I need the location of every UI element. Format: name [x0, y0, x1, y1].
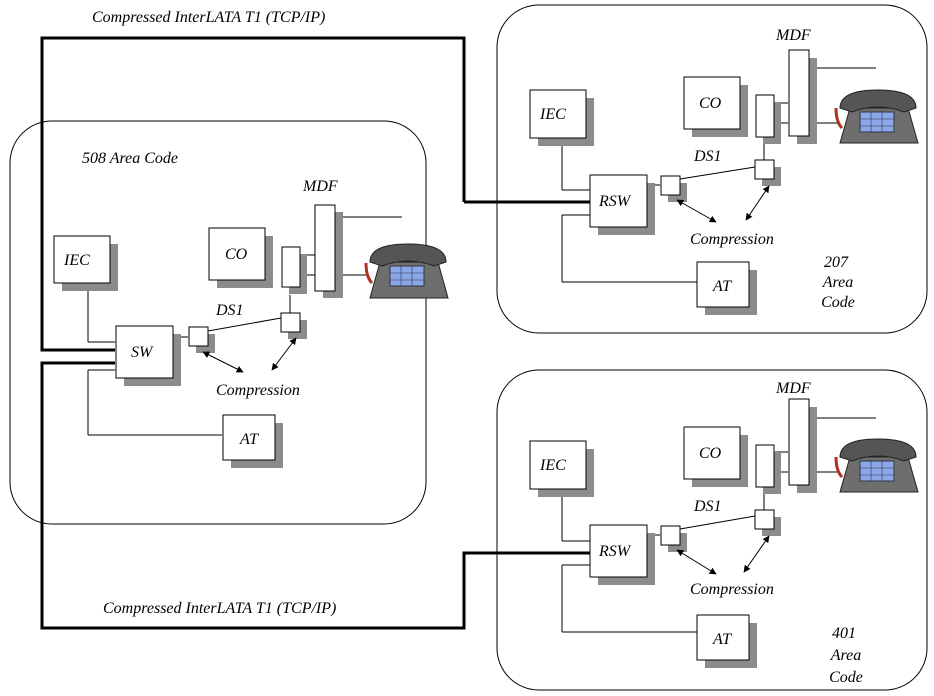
mdf-label-508: MDF: [302, 178, 338, 195]
area-number-401: 401: [832, 625, 856, 642]
compression-arrow-left-207: [676, 199, 717, 223]
rsw-label-207: RSW: [598, 193, 632, 210]
bottom-link-label: Compressed InterLATA T1 (TCP/IP): [103, 600, 336, 617]
iec-box-508: [53, 235, 111, 284]
compression-arrow-right-401: [743, 535, 770, 573]
compression-label-401: Compression: [690, 581, 774, 598]
mdf-label-207: MDF: [775, 27, 811, 44]
mdf-frame-508: [314, 204, 336, 292]
compression-label-508: Compression: [216, 382, 300, 399]
ds1-label-401: DS1: [693, 498, 722, 515]
co-label-401: CO: [699, 445, 722, 462]
area-word-401: Area: [830, 647, 862, 664]
rsw-box-401: [589, 524, 648, 578]
compression-label-207: Compression: [690, 231, 774, 248]
at-box-207: [696, 261, 750, 308]
mdf-frame-401: [788, 398, 810, 486]
region-401: IEC CO MDF RSW DS1 Compression AT 401 Ar…: [496, 369, 928, 691]
area-number-207: 207: [824, 254, 849, 271]
at-box-508: [222, 414, 276, 461]
co-box-508: [208, 227, 266, 281]
ds1-csu-right-401: [754, 509, 775, 530]
compression-arrow-right-508: [271, 337, 297, 371]
mdf-frame-207: [788, 49, 810, 137]
region-508-title: 508 Area Code: [82, 150, 178, 167]
area-word-207: Area: [822, 274, 854, 291]
iec-label-401: IEC: [539, 457, 566, 474]
mdf-label-401: MDF: [775, 380, 811, 397]
telephone-icon: [364, 243, 449, 299]
t1-link-bottom: [40, 361, 590, 630]
iec-label-207: IEC: [539, 106, 566, 123]
at-label-401: AT: [712, 631, 732, 648]
ds1-label-508: DS1: [215, 302, 244, 319]
telephone-icon: [834, 438, 919, 493]
code-word-401: Code: [829, 669, 863, 686]
co-label-508: CO: [225, 246, 248, 263]
compression-arrow-left-508: [202, 351, 244, 373]
compression-arrow-right-207: [745, 185, 770, 221]
ds1-csu-right-508: [280, 312, 301, 333]
mdf-block-401: [755, 444, 775, 488]
co-box-401: [683, 426, 741, 480]
at-label-207: AT: [712, 278, 732, 295]
region-508-outline: [9, 120, 427, 525]
mdf-block-508: [281, 246, 301, 288]
ds1-csu-left-508: [188, 326, 209, 347]
at-label-508: AT: [239, 431, 259, 448]
rsw-box-207: [589, 174, 648, 228]
ds1-csu-left-207: [660, 175, 681, 196]
region-401-outline: [496, 369, 928, 691]
code-word-207: Code: [821, 294, 855, 311]
ds1-label-207: DS1: [693, 148, 722, 165]
ds1-csu-right-207: [754, 159, 775, 180]
rsw-label-401: RSW: [598, 543, 632, 560]
top-link-label: Compressed InterLATA T1 (TCP/IP): [92, 9, 325, 26]
region-508: 508 Area Code IEC CO MDF SW DS1: [9, 120, 449, 525]
ds1-csu-left-401: [660, 525, 681, 546]
telephone-icon: [834, 89, 919, 144]
iec-label-508: IEC: [63, 252, 90, 269]
compression-arrow-left-401: [676, 549, 717, 575]
iec-box-401: [529, 440, 587, 490]
region-207-outline: [496, 4, 928, 334]
co-label-207: CO: [699, 95, 722, 112]
iec-box-207: [529, 89, 587, 139]
sw-label-508: SW: [131, 344, 154, 361]
t1-link-top: [40, 36, 466, 352]
region-207: IEC CO MDF RSW DS1 Compression AT 207 Ar…: [496, 4, 928, 334]
sw-box-508: [115, 325, 174, 379]
at-box-401: [696, 614, 750, 661]
co-box-207: [683, 76, 741, 130]
mdf-block-207: [755, 94, 775, 138]
